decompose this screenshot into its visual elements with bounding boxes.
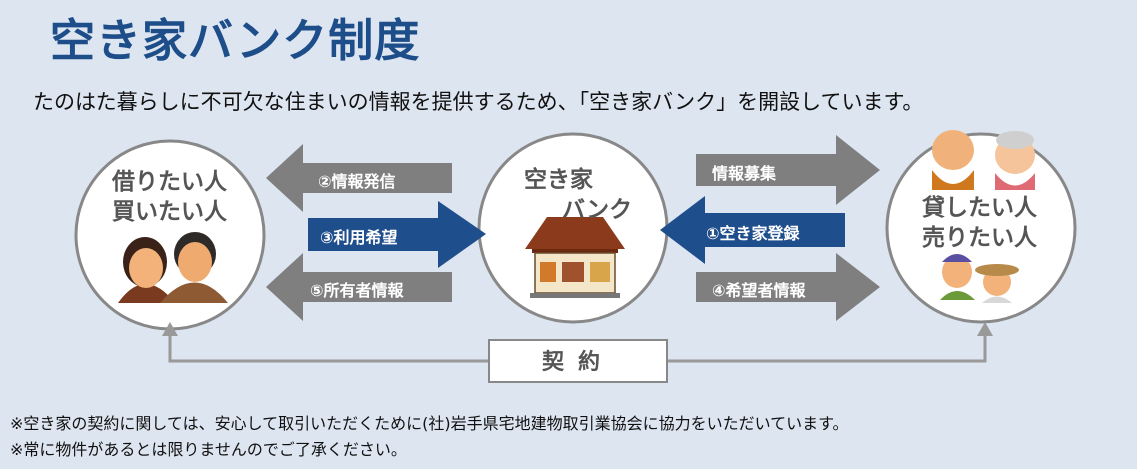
arrow-info-send bbox=[266, 144, 452, 212]
right-party-label: 貸したい人 売りたい人 bbox=[922, 193, 1037, 253]
left-party-line2: 買いたい人 bbox=[112, 199, 227, 225]
family-illustration-icon bbox=[940, 254, 1019, 303]
arrow-register bbox=[660, 196, 845, 264]
page-title: 空き家バンク制度 bbox=[50, 14, 421, 67]
footnote-2: ※常に物件があるとは限りませんのでご了承ください。 bbox=[10, 440, 407, 459]
arrow-register-label: ①空き家登録 bbox=[706, 224, 800, 243]
center-bank-label: 空き家 バンク bbox=[524, 165, 632, 225]
arrow-use-request bbox=[308, 201, 486, 268]
couple-illustration-icon bbox=[118, 232, 228, 303]
house-icon bbox=[525, 217, 625, 298]
arrow-owner-info-label: ⑤所有者情報 bbox=[310, 281, 404, 300]
intro-text: たのはた暮らしに不可欠な住まいの情報を提供するため、「空き家バンク」を開設してい… bbox=[33, 90, 924, 114]
arrow-use-request-label: ③利用希望 bbox=[320, 228, 398, 247]
contract-arrowhead-left bbox=[162, 322, 178, 336]
right-party-line2: 売りたい人 bbox=[922, 225, 1037, 251]
center-line2: バンク bbox=[562, 197, 633, 223]
arrow-info-collect-label: 情報募集 bbox=[712, 164, 777, 183]
footnote-1: ※空き家の契約に関しては、安心して取引いただくために(社)岩手県宅地建物取引業協… bbox=[10, 414, 849, 433]
arrow-info-collect bbox=[696, 135, 880, 205]
contract-line-left bbox=[168, 332, 488, 363]
arrow-applicant-info-label: ④希望者情報 bbox=[712, 281, 806, 300]
arrow-info-send-label: ②情報発信 bbox=[318, 172, 396, 191]
center-line1: 空き家 bbox=[524, 167, 593, 193]
right-party-line1: 貸したい人 bbox=[922, 195, 1037, 221]
elderly-couple-illustration-icon bbox=[932, 130, 1035, 190]
contract-arrowhead-right bbox=[977, 322, 993, 336]
left-party-label: 借りたい人 買いたい人 bbox=[112, 167, 227, 227]
contract-box: 契約 bbox=[488, 339, 668, 383]
left-party-line1: 借りたい人 bbox=[112, 169, 227, 195]
contract-line-right bbox=[668, 332, 987, 363]
arrow-owner-info bbox=[266, 253, 452, 321]
arrow-applicant-info bbox=[696, 253, 880, 321]
